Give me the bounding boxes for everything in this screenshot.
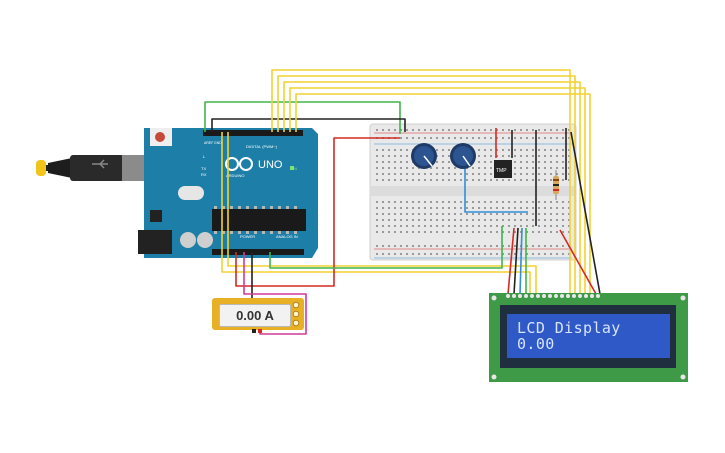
wire-yellow-2[interactable] <box>277 75 576 294</box>
meter-terminal-3[interactable] <box>292 319 300 327</box>
lcd-line-2: 0.00 <box>517 335 555 353</box>
digital-header[interactable] <box>203 130 303 136</box>
capacitor-2 <box>197 232 213 248</box>
wire-green-1[interactable] <box>204 101 401 134</box>
meter-terminal-2[interactable] <box>292 310 300 318</box>
lcd-mount-hole <box>680 295 686 301</box>
lcd-module[interactable] <box>489 293 688 382</box>
meter-probe-red[interactable] <box>258 329 262 333</box>
wire-red-5v[interactable] <box>235 137 400 287</box>
on-led <box>290 166 294 170</box>
power-analog-header[interactable] <box>212 249 304 255</box>
tx-label: TX <box>201 166 206 171</box>
wire-black-lcd-2[interactable] <box>570 131 601 295</box>
sensor-label: TMP <box>496 168 507 174</box>
wire-green-analog[interactable] <box>269 226 503 269</box>
power-label: POWER <box>240 234 255 239</box>
board-brand-label: ARDUINO <box>226 173 244 178</box>
capacitor-1 <box>180 232 196 248</box>
lcd-mount-hole <box>491 295 497 301</box>
atmega-chip <box>212 209 306 231</box>
lcd-line-1: LCD Display <box>517 319 621 337</box>
gnd-label: GND <box>214 141 222 145</box>
wire-blue-lcd[interactable] <box>519 227 523 295</box>
temperature-sensor[interactable]: TMP <box>494 160 512 178</box>
lcd-mount-hole <box>680 374 686 380</box>
reset-button[interactable] <box>155 132 165 142</box>
breadboard-center-channel <box>370 186 576 196</box>
arduino-board[interactable]: UNO ARDUINO DIGITAL (PWM~) POWER ANALOG … <box>138 128 318 258</box>
wires[interactable] <box>204 69 601 335</box>
wire-yellow-5[interactable] <box>295 93 591 294</box>
wire-yellow-1[interactable] <box>271 69 571 294</box>
rx-label: RX <box>201 172 207 177</box>
wire-red-lcd[interactable] <box>507 227 515 295</box>
power-jack[interactable] <box>138 230 172 254</box>
wire-yellow-3[interactable] <box>283 81 581 294</box>
lcd-header-pins[interactable] <box>506 294 600 298</box>
regulator <box>150 210 162 222</box>
lcd-mount-hole <box>491 374 497 380</box>
lcd-screen <box>507 314 670 358</box>
usb-cable[interactable] <box>36 155 160 181</box>
aref-label: AREF <box>204 141 213 145</box>
on-led-label: ON <box>291 166 297 171</box>
multimeter-readout: 0.00 A <box>219 304 291 327</box>
resistor[interactable] <box>553 170 559 200</box>
wire-yellow-6[interactable] <box>221 132 531 294</box>
breadboard[interactable] <box>369 123 577 261</box>
wire-red-lcd-2[interactable] <box>559 229 597 295</box>
wire-black-1[interactable] <box>211 118 406 132</box>
usb-icon <box>92 159 108 169</box>
board-model-label: UNO <box>258 159 283 171</box>
potentiometer-1[interactable] <box>411 143 437 169</box>
wire-yellow-4[interactable] <box>289 87 586 294</box>
analog-label: ANALOG IN <box>276 234 298 239</box>
potentiometer-2[interactable] <box>450 143 476 169</box>
wire-blue-pot[interactable] <box>464 160 528 213</box>
usb-cable-tip <box>36 160 46 176</box>
meter-terminal-1[interactable] <box>292 301 300 309</box>
meter-probe-black[interactable] <box>252 329 256 333</box>
wire-meter-magenta[interactable] <box>243 252 307 335</box>
digital-header-label: DIGITAL (PWM~) <box>246 144 278 149</box>
crystal <box>178 186 204 200</box>
wire-yellow-7[interactable] <box>227 132 537 294</box>
breadboard-holes[interactable] <box>376 129 570 255</box>
l-led-label: L <box>203 154 206 159</box>
arduino-logo <box>225 157 253 171</box>
wire-black-lcd[interactable] <box>513 227 519 295</box>
